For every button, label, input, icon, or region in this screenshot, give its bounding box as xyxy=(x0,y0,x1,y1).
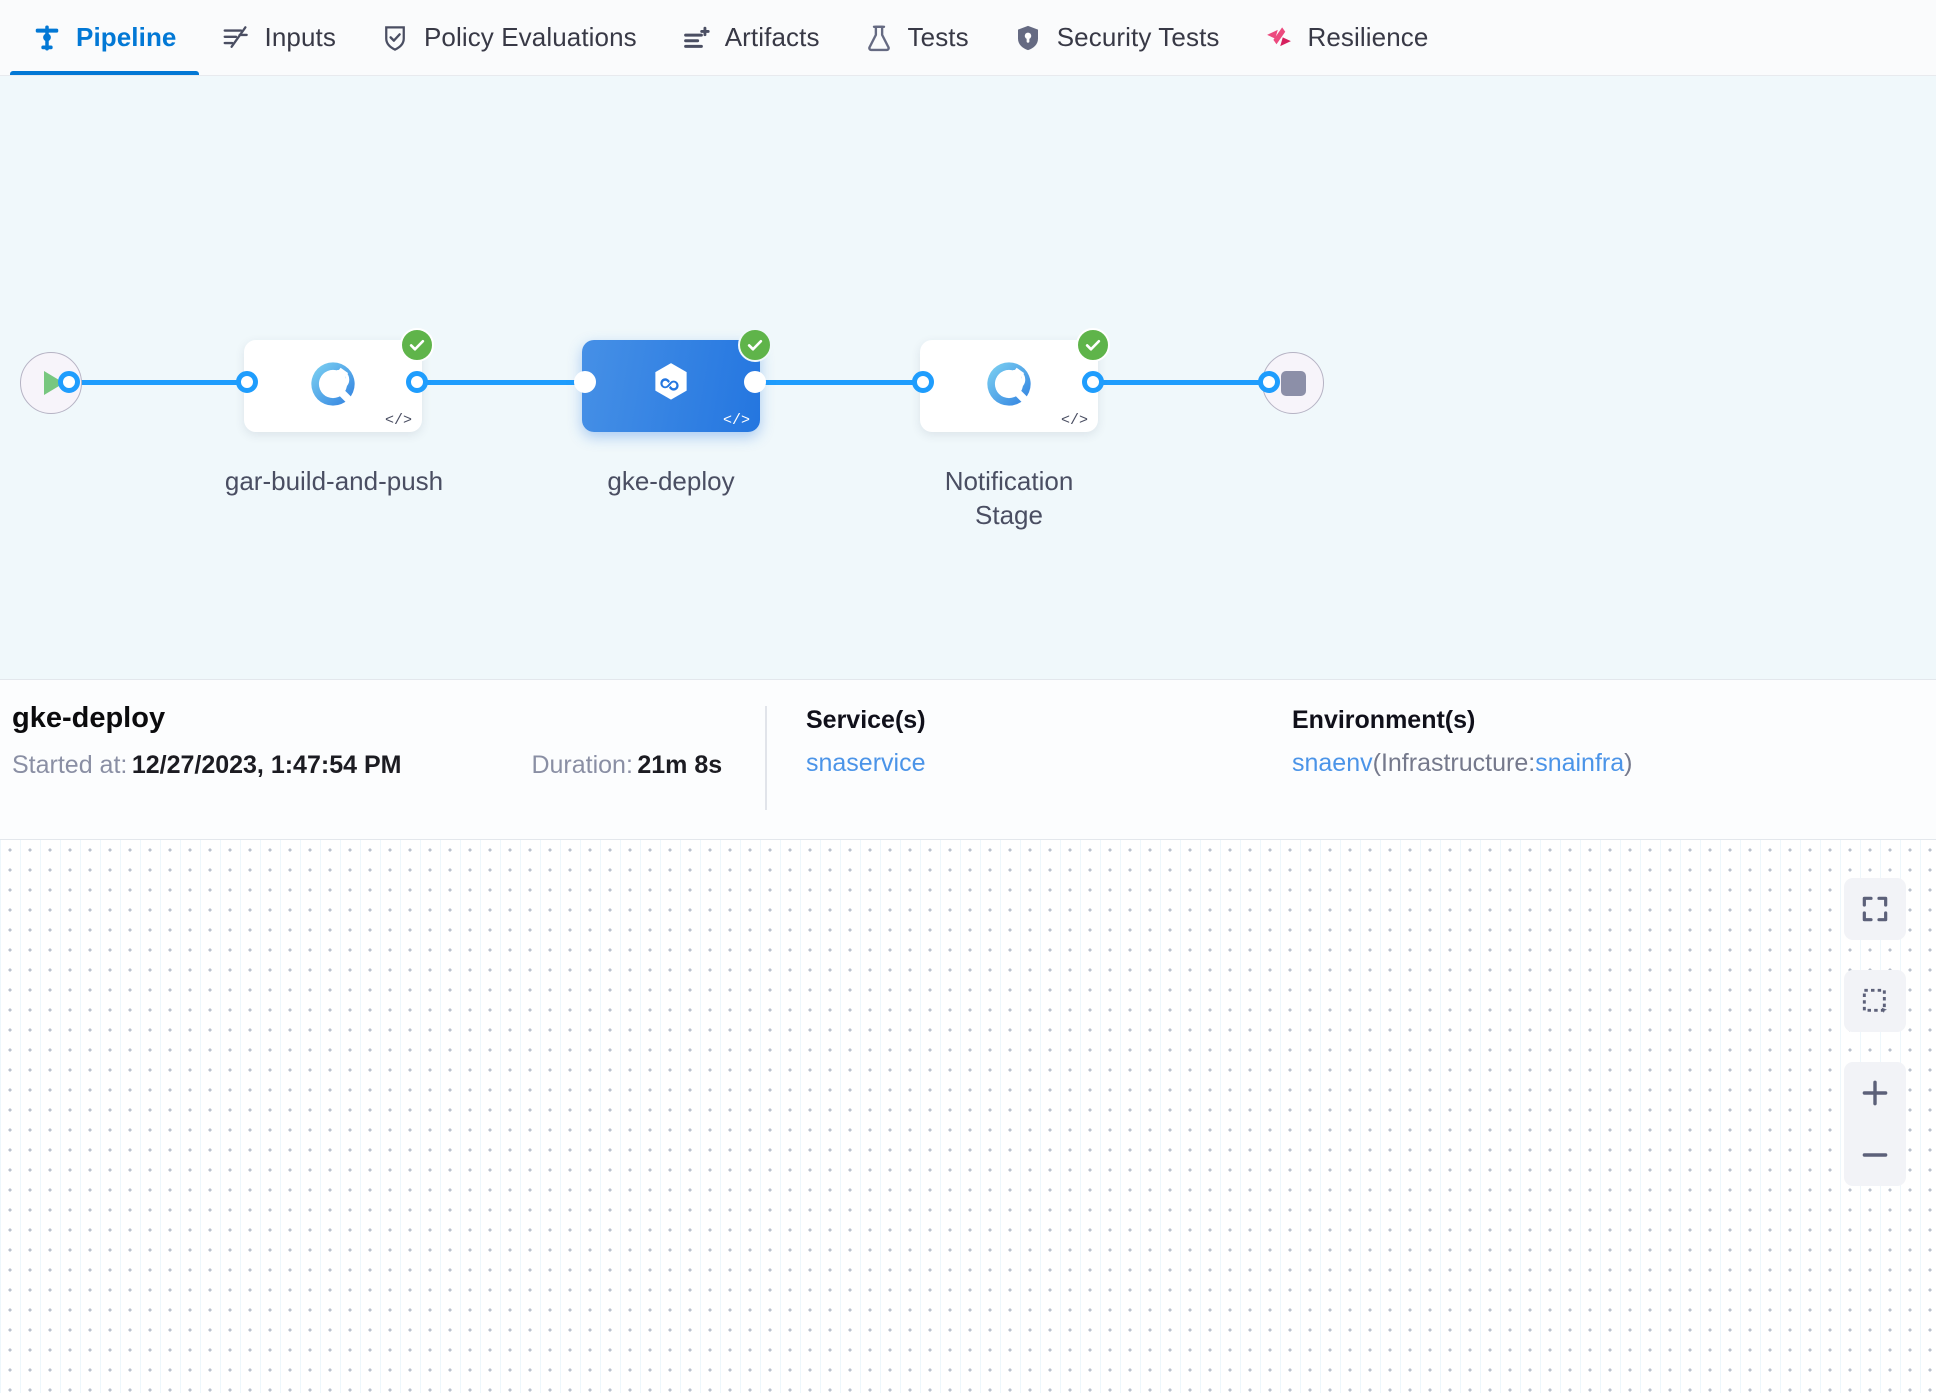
connector-line xyxy=(1092,380,1274,385)
connector-dot xyxy=(406,371,428,393)
tab-label: Artifacts xyxy=(724,22,820,52)
custom-stage-icon xyxy=(307,358,359,415)
stage-node-gar-build-and-push[interactable]: </> xyxy=(244,340,422,432)
custom-stage-icon xyxy=(983,358,1035,415)
stage-label: Notification Stage xyxy=(944,466,1074,531)
connector-dot xyxy=(1082,371,1104,393)
duration-label: Duration: xyxy=(531,751,633,779)
connector-line xyxy=(752,380,928,385)
environment-link[interactable]: snaenv xyxy=(1292,749,1373,777)
tab-inputs[interactable]: Inputs xyxy=(199,0,358,75)
services-header: Service(s) xyxy=(806,706,926,734)
stage-detail-title: gke-deploy xyxy=(12,702,166,734)
connector-line xyxy=(60,380,246,385)
connector-dot xyxy=(912,371,934,393)
stop-icon xyxy=(1280,370,1306,396)
connector-dot xyxy=(744,371,766,393)
zoom-out-button[interactable] xyxy=(1844,1124,1906,1186)
selection-box-button[interactable] xyxy=(1844,970,1906,1032)
flask-icon xyxy=(864,23,894,53)
service-link[interactable]: snaservice xyxy=(806,749,926,777)
infrastructure-link[interactable]: snainfra xyxy=(1535,749,1625,777)
environments-column: Environment(s) snaenv(Infrastructure:sna… xyxy=(1292,706,1632,778)
tab-label: Resilience xyxy=(1307,22,1429,52)
stage-yaml-icon[interactable]: </> xyxy=(1060,412,1088,429)
stage-node-notification-stage[interactable]: </> xyxy=(920,340,1098,432)
environments-header: Environment(s) xyxy=(1292,706,1476,734)
canvas-zoom-controls xyxy=(1844,878,1906,1186)
connector-dot xyxy=(236,371,258,393)
tab-label: Policy Evaluations xyxy=(423,22,637,52)
duration-value: 21m 8s xyxy=(637,751,723,779)
tab-artifacts[interactable]: Artifacts xyxy=(659,0,842,75)
stage-label: gke-deploy xyxy=(607,466,735,496)
services-column: Service(s) snaservice xyxy=(806,706,926,778)
duration-field: Duration: 21m 8s xyxy=(531,751,722,780)
tab-label: Inputs xyxy=(264,22,336,52)
policy-shield-icon xyxy=(380,23,410,53)
stage-detail-meta: Started at: 12/27/2023, 1:47:54 PM Durat… xyxy=(12,751,1936,780)
tab-policy-evaluations[interactable]: Policy Evaluations xyxy=(358,0,659,75)
started-at-value: 12/27/2023, 1:47:54 PM xyxy=(131,751,402,779)
tab-label: Pipeline xyxy=(76,22,177,52)
tab-label: Security Tests xyxy=(1056,22,1220,52)
detail-divider xyxy=(765,706,767,810)
security-shield-icon xyxy=(1013,23,1043,53)
execution-tab-bar: Pipeline Inputs Policy Evaluations xyxy=(0,0,1936,76)
resilience-icon xyxy=(1264,23,1294,53)
fit-to-screen-button[interactable] xyxy=(1844,878,1906,940)
connector-dot xyxy=(58,371,80,393)
tab-pipeline[interactable]: Pipeline xyxy=(10,0,199,75)
status-badge-success xyxy=(738,328,772,362)
connector-line xyxy=(410,380,592,385)
pipeline-icon xyxy=(32,23,62,53)
stage-label: gar-build-and-push xyxy=(224,466,444,496)
infrastructure-prefix: (Infrastructure: xyxy=(1372,749,1536,777)
connector-dot xyxy=(574,371,596,393)
tab-tests[interactable]: Tests xyxy=(842,0,991,75)
pipeline-stage-canvas[interactable]: </> gar-build-and-push </> gke-deploy xyxy=(0,76,1936,680)
zoom-in-out-group xyxy=(1844,1062,1906,1186)
deploy-stage-icon xyxy=(646,359,696,414)
connector-dot xyxy=(1258,371,1280,393)
stage-node-gke-deploy[interactable]: </> xyxy=(582,340,760,432)
tab-resilience[interactable]: Resilience xyxy=(1242,0,1451,75)
stage-yaml-icon[interactable]: </> xyxy=(384,412,412,429)
zoom-in-button[interactable] xyxy=(1844,1062,1906,1124)
infrastructure-suffix: ) xyxy=(1624,749,1633,777)
started-at-field: Started at: 12/27/2023, 1:47:54 PM xyxy=(12,751,401,780)
tab-label: Tests xyxy=(907,22,969,52)
status-badge-success xyxy=(400,328,434,362)
inputs-icon xyxy=(221,23,251,53)
artifacts-icon xyxy=(681,23,711,53)
tab-security-tests[interactable]: Security Tests xyxy=(991,0,1242,75)
started-at-label: Started at: xyxy=(12,751,128,779)
pipeline-start-node[interactable] xyxy=(20,352,82,414)
stage-detail-panel: gke-deploy Started at: 12/27/2023, 1:47:… xyxy=(0,680,1936,840)
status-badge-success xyxy=(1076,328,1110,362)
step-execution-canvas[interactable]: </> Service </> Infrastructure xyxy=(0,840,1936,1393)
stage-yaml-icon[interactable]: </> xyxy=(722,412,750,429)
